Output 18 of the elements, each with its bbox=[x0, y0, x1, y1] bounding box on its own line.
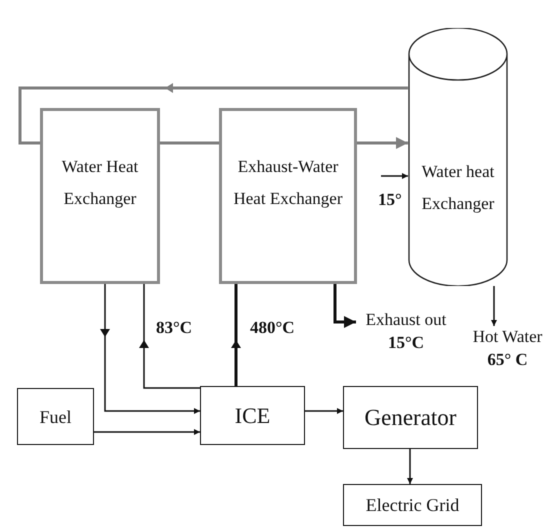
box-label: Electric Grid bbox=[366, 494, 460, 517]
box-label: Exhaust-Water Heat Exchanger bbox=[233, 156, 343, 210]
process-box bbox=[200, 386, 305, 445]
tank-cylinder bbox=[408, 28, 508, 286]
box-label: ICE bbox=[234, 404, 270, 428]
temperature-label: 65° C bbox=[487, 349, 528, 371]
flow-label: Hot Water bbox=[472, 326, 542, 348]
box-label: Water Heat Exchanger bbox=[60, 156, 140, 210]
box-label: Fuel bbox=[39, 406, 72, 428]
heat-exchanger-box bbox=[219, 108, 357, 284]
heat-exchanger-box bbox=[40, 108, 160, 284]
process-box bbox=[343, 484, 482, 526]
temperature-label: 15°C bbox=[388, 332, 424, 354]
box-label: Water heat Exchanger bbox=[420, 161, 496, 215]
process-box bbox=[343, 386, 478, 449]
box-label: Generator bbox=[364, 406, 456, 430]
process-box bbox=[17, 388, 94, 445]
flow-label: Exhaust out bbox=[366, 309, 446, 331]
